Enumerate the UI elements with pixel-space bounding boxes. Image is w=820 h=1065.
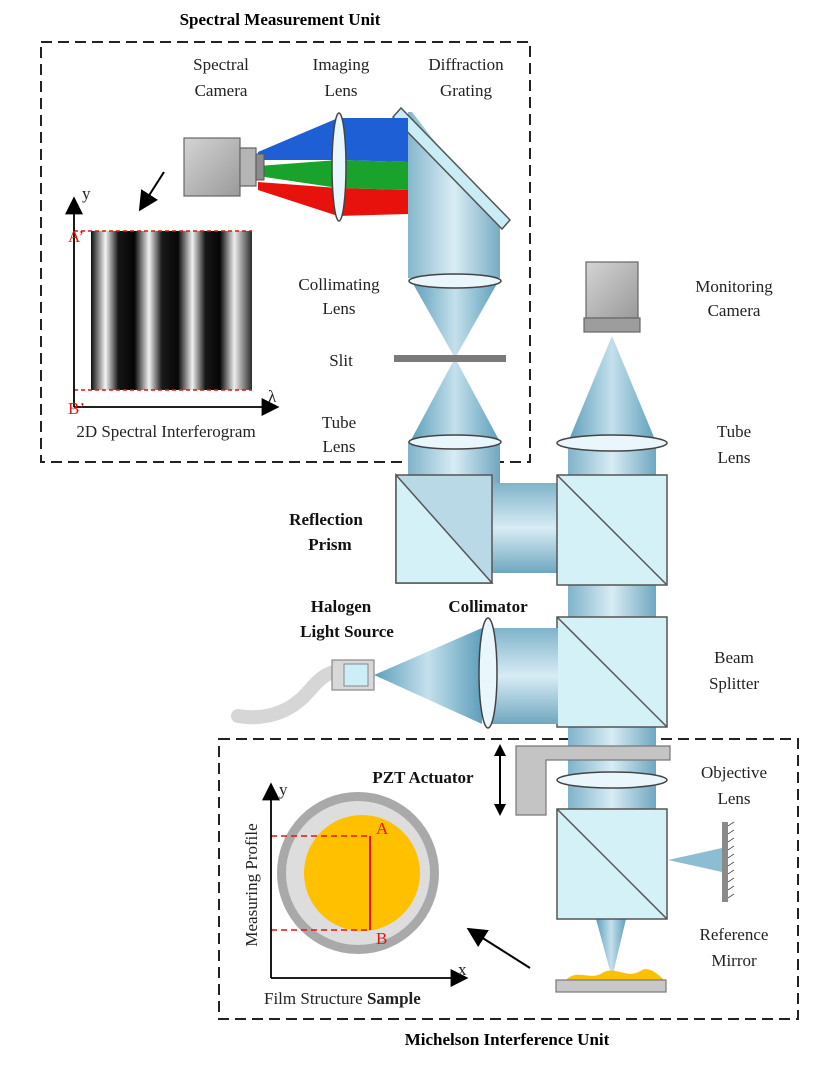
objective-lens bbox=[556, 771, 668, 789]
label-diffraction-grating-2: Grating bbox=[440, 81, 492, 100]
label-tube-lens-left-1: Tube bbox=[322, 413, 356, 432]
label-diffraction-grating-1: Diffraction bbox=[428, 55, 504, 74]
beam-splitter bbox=[556, 616, 668, 728]
label-spectral-camera-1: Spectral bbox=[193, 55, 249, 74]
label-reference-mirror-2: Mirror bbox=[711, 951, 757, 970]
label-reference-mirror-1: Reference bbox=[700, 925, 769, 944]
label-halogen-1: Halogen bbox=[311, 597, 372, 616]
interferogram-a-label: A’ bbox=[68, 227, 84, 246]
sample-film bbox=[304, 815, 420, 931]
sample-vertical-label: Measuring Profile bbox=[242, 823, 261, 946]
collimated-beam bbox=[486, 628, 558, 724]
reference-mirror bbox=[722, 821, 735, 902]
label-reflection-prism-1: Reflection bbox=[289, 510, 363, 529]
upper-beam-splitter bbox=[556, 474, 668, 586]
sample-caption-suffix: Sample bbox=[367, 989, 421, 1008]
label-imaging-lens-2: Lens bbox=[324, 81, 357, 100]
interferogram-b-label: B’ bbox=[68, 399, 85, 418]
label-beam-splitter-1: Beam bbox=[714, 648, 754, 667]
label-imaging-lens-1: Imaging bbox=[313, 55, 370, 74]
collimator-lens bbox=[478, 617, 498, 729]
spectral-unit-box bbox=[40, 41, 531, 463]
label-tube-lens-right-2: Lens bbox=[717, 448, 750, 467]
label-monitoring-camera-2: Camera bbox=[708, 301, 761, 320]
sample-to-inset-arrow bbox=[466, 927, 531, 969]
reflection-prism bbox=[395, 473, 494, 584]
label-tube-lens-right-1: Tube bbox=[717, 422, 751, 441]
label-halogen-2: Light Source bbox=[300, 622, 394, 641]
diffraction-grating bbox=[391, 106, 512, 231]
sample-b-label: B bbox=[376, 929, 387, 948]
interferogram-inset: y λ A’ B’ 2D Spectral Interferogram bbox=[65, 184, 280, 441]
label-collimator: Collimator bbox=[448, 597, 528, 616]
label-reflection-prism-2: Prism bbox=[308, 535, 351, 554]
label-monitoring-camera-1: Monitoring bbox=[695, 277, 773, 296]
interferogram-y-label: y bbox=[82, 184, 91, 203]
interferogram-caption: 2D Spectral Interferogram bbox=[76, 422, 255, 441]
label-objective-lens-2: Lens bbox=[717, 789, 750, 808]
sample-y-label: y bbox=[279, 780, 288, 799]
label-pzt-actuator: PZT Actuator bbox=[372, 768, 474, 787]
label-collimating-lens-1: Collimating bbox=[298, 275, 380, 294]
interferogram-x-label: λ bbox=[268, 387, 277, 406]
sample-caption: Film Structure Sample bbox=[264, 989, 421, 1008]
label-collimating-lens-2: Lens bbox=[322, 299, 355, 318]
interferometer-splitter bbox=[556, 808, 668, 920]
tube-lens-left bbox=[408, 434, 502, 450]
tube-lens-right bbox=[556, 434, 668, 452]
label-tube-lens-left-2: Lens bbox=[322, 437, 355, 456]
camera-to-interferogram-arrow bbox=[138, 171, 165, 212]
sample-inset: y x A B Measuring Profile Film Structure… bbox=[242, 780, 469, 1008]
label-beam-splitter-2: Splitter bbox=[709, 674, 759, 693]
monitoring-camera bbox=[583, 261, 641, 333]
sample-stage bbox=[555, 969, 667, 993]
sample-x-label: x bbox=[458, 960, 467, 979]
pzt-actuator bbox=[515, 745, 671, 816]
label-slit: Slit bbox=[329, 351, 353, 370]
spectral-unit-title: Spectral Measurement Unit bbox=[180, 10, 381, 29]
pzt-motion-arrow bbox=[494, 744, 506, 816]
spectral-camera bbox=[183, 137, 265, 197]
label-spectral-camera-2: Camera bbox=[195, 81, 248, 100]
imaging-lens bbox=[331, 112, 347, 222]
halogen-light-source bbox=[231, 628, 482, 725]
sample-a-label: A bbox=[376, 819, 389, 838]
label-objective-lens-1: Objective bbox=[701, 763, 767, 782]
interferogram-image bbox=[91, 231, 252, 390]
collimating-lens bbox=[408, 273, 502, 289]
sample-caption-prefix: Film Structure bbox=[264, 989, 367, 1008]
michelson-unit-title: Michelson Interference Unit bbox=[405, 1030, 610, 1049]
slit bbox=[394, 355, 506, 362]
michelson-unit-box bbox=[218, 738, 799, 1020]
